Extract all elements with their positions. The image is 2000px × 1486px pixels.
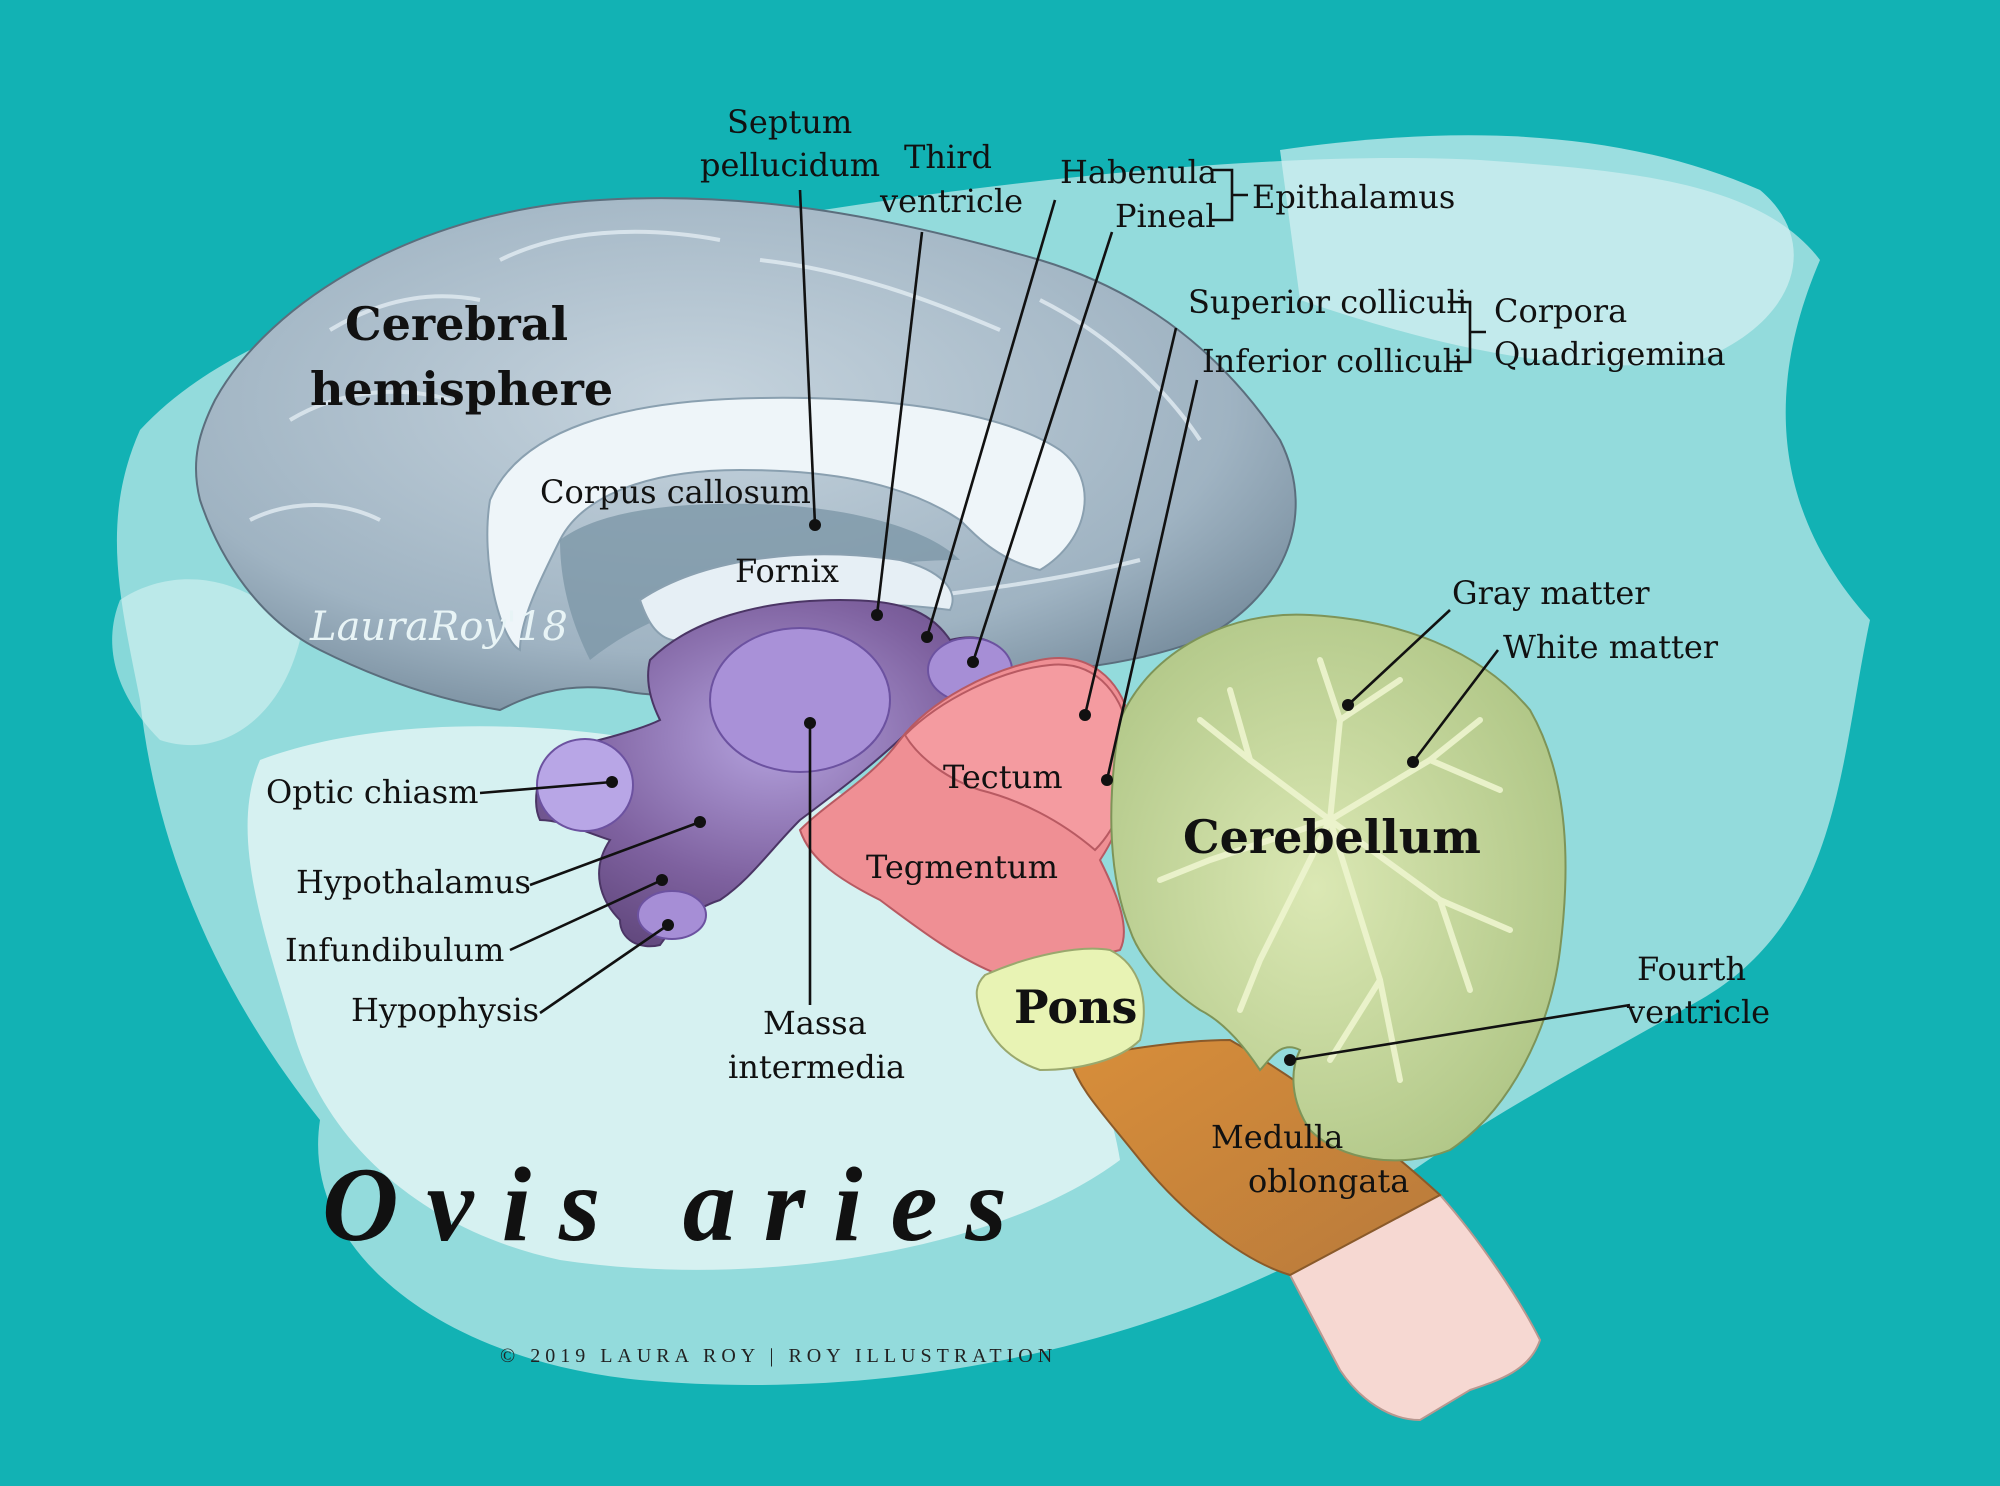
label-cerebellum: Cerebellum [1183, 810, 1481, 864]
label-pineal: Pineal [1115, 197, 1216, 235]
label-cerebral-hemisphere-2: hemisphere [310, 362, 613, 416]
label-cerebral-hemisphere-1: Cerebral [345, 297, 568, 351]
signature: LauraRoy'18 [309, 604, 568, 650]
label-gray-matter: Gray matter [1452, 574, 1650, 612]
label-inferior-colliculi: Inferior colliculi [1202, 342, 1463, 380]
label-corpus-callosum: Corpus callosum [540, 473, 811, 511]
label-optic-chiasm: Optic chiasm [266, 773, 479, 811]
label-superior-colliculi: Superior colliculi [1188, 283, 1467, 321]
brackets [1212, 168, 1486, 364]
label-fornix: Fornix [735, 552, 839, 590]
label-tegmentum: Tegmentum [866, 848, 1058, 886]
label-massa-intermedia-1: Massa [763, 1004, 867, 1042]
label-fourth-ventricle-1: Fourth [1637, 950, 1746, 988]
leader-lines [479, 189, 1631, 1066]
label-tectum: Tectum [943, 758, 1063, 796]
label-fourth-ventricle-2: ventricle [1626, 993, 1770, 1031]
label-corpora-quadrigemina-2: Quadrigemina [1494, 335, 1726, 373]
hypophysis [637, 890, 707, 940]
cerebellum-white-matter [1157, 657, 1513, 1083]
label-epithalamus: Epithalamus [1252, 178, 1455, 216]
label-massa-intermedia-2: intermedia [728, 1048, 905, 1086]
label-hypothalamus: Hypothalamus [296, 863, 531, 901]
thalamus [709, 627, 891, 773]
label-third-ventricle-1: Third [904, 138, 992, 176]
pons [975, 947, 1145, 1072]
label-hypophysis: Hypophysis [351, 991, 539, 1029]
label-infundibulum: Infundibulum [285, 931, 504, 969]
labels: Cerebral hemisphere Septum pellucidum Th… [266, 103, 1770, 1200]
corpus-callosum [486, 396, 1086, 652]
label-white-matter: White matter [1503, 628, 1719, 666]
label-medulla-oblongata-2: oblongata [1248, 1162, 1409, 1200]
label-corpora-quadrigemina-1: Corpora [1494, 292, 1627, 330]
label-habenula: Habenula [1060, 153, 1217, 191]
label-septum-pellucidum-2: pellucidum [700, 146, 880, 184]
label-septum-pellucidum-1: Septum [727, 103, 852, 141]
spinal-cord [1288, 1193, 1542, 1422]
label-medulla-oblongata-1: Medulla [1211, 1118, 1343, 1156]
diagram-title: Ovis aries [322, 1146, 1035, 1263]
medulla-oblongata [1068, 1038, 1442, 1277]
label-pons: Pons [1014, 980, 1137, 1034]
credit-line: © 2019 LAURA ROY | ROY ILLUSTRATION [500, 1345, 1057, 1367]
cerebellum [1110, 613, 1567, 1162]
label-third-ventricle-2: ventricle [879, 182, 1023, 220]
